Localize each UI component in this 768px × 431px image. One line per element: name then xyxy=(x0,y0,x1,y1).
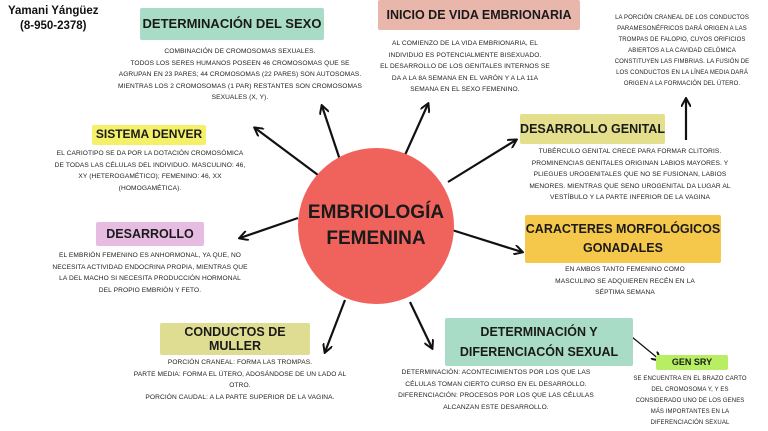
node-inicio-vida-title: INICIO DE VIDA EMBRIONARIA xyxy=(378,0,580,30)
node-determinacion-diferenciacion-text: DETERMINACIÓN: ACONTECIMIENTOS POR LOS Q… xyxy=(398,369,594,411)
author-name: Yamani Yángüez xyxy=(8,5,99,17)
node-sistema-denver-title: SISTEMA DENVER xyxy=(92,125,206,145)
node-gen-sry-title: GEN SRY xyxy=(656,355,728,370)
node-conductos-muller-title: CONDUCTOS DE MULLER xyxy=(160,323,310,355)
arrow-inicio-vida xyxy=(403,104,428,156)
node-conductos-muller-text: PORCIÓN CRANEAL: FORMA LAS TROMPAS.PARTE… xyxy=(133,359,347,401)
arrow-gen-sry xyxy=(631,336,660,360)
node-desarrollo-text: EL EMBRIÓN FEMENINO ES ANHORMONAL, YA QU… xyxy=(52,252,248,294)
node-sistema-denver-text: EL CARIOTIPO SE DA POR LA DOTACIÓN CROMO… xyxy=(54,150,246,192)
node-determinacion-sexo-text: COMBINACIÓN DE CROMOSOMAS SEXUALES.TODOS… xyxy=(117,48,363,101)
arrow-sistema-denver xyxy=(322,106,342,161)
arrow-conductos-muller xyxy=(325,299,347,352)
arrow-desarrollo-genital xyxy=(447,140,516,183)
node-desarrollo-genital-text: TUBÉRCULO GENITAL CRECE PARA FORMAR CLIT… xyxy=(529,148,731,201)
arrow-desarrollo xyxy=(240,216,299,238)
node-determinacion-sexo-title: DETERMINACIÓN DEL SEXO xyxy=(140,8,324,40)
arrow-caracteres xyxy=(451,228,522,252)
node-desarrollo-title: DESARROLLO xyxy=(96,222,204,246)
central-topic: EMBRIOLOGÍA FEMENINA xyxy=(298,148,454,304)
arrow-determinacion-sexo xyxy=(255,128,319,176)
arrow-determinacion-diferenciacion xyxy=(409,301,432,348)
central-title-line2: FEMENINA xyxy=(326,228,426,249)
node-desarrollo-genital-title: DESARROLLO GENITAL xyxy=(520,114,665,144)
author-info: Yamani Yángüez (8-950-2378) xyxy=(8,4,99,34)
central-title-line1: EMBRIOLOGÍA xyxy=(307,202,445,223)
author-id: (8-950-2378) xyxy=(20,20,87,32)
